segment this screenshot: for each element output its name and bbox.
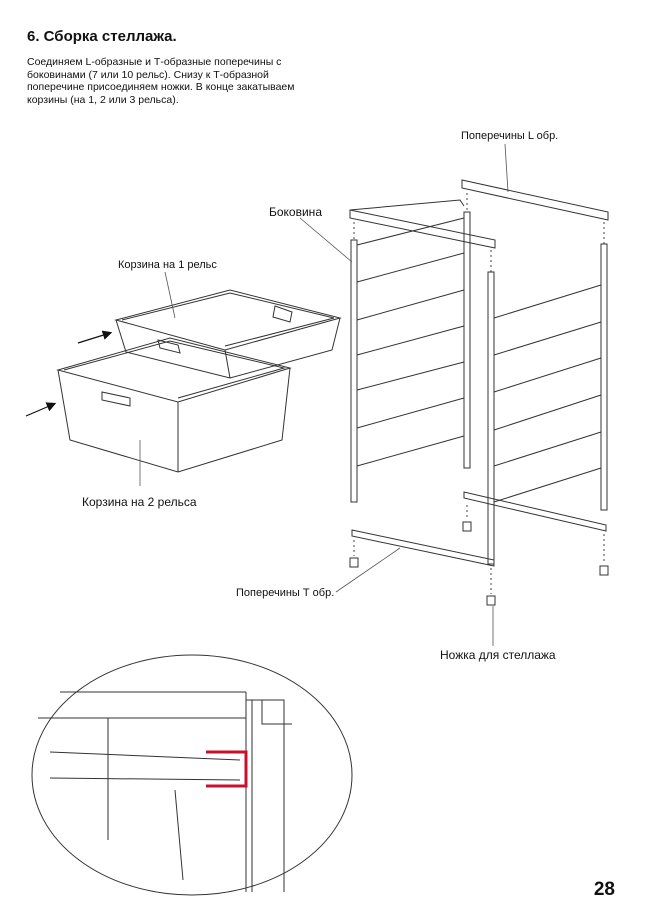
callout-crossbars-l: Поперечины L обр. xyxy=(461,130,559,142)
rail-connection-highlight xyxy=(206,750,248,788)
page-number: 28 xyxy=(593,879,615,900)
side-frame-left-drawing xyxy=(349,199,496,503)
side-frame-right-drawing xyxy=(461,179,609,565)
insert-arrow-upper xyxy=(77,330,113,344)
basket-2-rails-drawing xyxy=(56,337,292,473)
section-intro: Соединяем L-образные и Т-образные попере… xyxy=(27,56,295,106)
basket-1-rail-drawing xyxy=(114,289,342,379)
t-crossbars-drawing xyxy=(351,491,607,567)
section-title: 6. Сборка стеллажа. xyxy=(27,28,177,45)
callout-rack-foot: Ножка для стеллажа xyxy=(440,648,556,662)
callout-crossbars-t: Поперечины Т обр. xyxy=(236,587,335,599)
rack-feet-drawing xyxy=(349,521,609,606)
callout-basket-1-rail: Корзина на 1 рельс xyxy=(118,259,217,271)
detail-zoom-drawing xyxy=(31,654,353,896)
insert-arrow-lower xyxy=(25,402,57,417)
callout-basket-2-rails: Корзина на 2 рельса xyxy=(82,495,197,509)
callout-side-frame: Боковина xyxy=(269,205,322,219)
